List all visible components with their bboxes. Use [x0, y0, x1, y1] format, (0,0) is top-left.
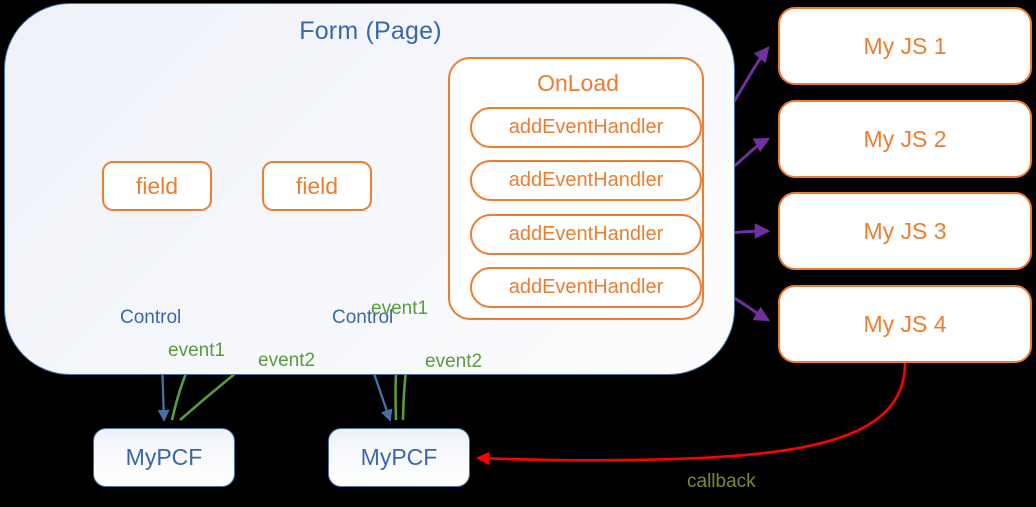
mypcf-box-1-label: MyPCF: [125, 444, 203, 470]
mypcf-box-1[interactable]: MyPCF: [93, 428, 235, 487]
add-event-handler-box-3-label: addEventHandler: [508, 223, 664, 245]
js-box-2[interactable]: My JS 2: [778, 100, 1032, 178]
js-box-1[interactable]: My JS 1: [778, 7, 1032, 85]
add-event-handler-box-4-label: addEventHandler: [508, 276, 664, 298]
js-box-4[interactable]: My JS 4: [778, 285, 1032, 363]
add-event-handler-box-4[interactable]: addEventHandler: [470, 267, 702, 308]
edge-label-event1-a: event1: [168, 340, 226, 361]
field-box-2[interactable]: field: [262, 161, 372, 211]
field-box-2-label: field: [295, 172, 339, 199]
edge-label-event2-b: event2: [425, 351, 483, 372]
edge-label-control-2: Control: [332, 307, 394, 328]
add-event-handler-box-1-label: addEventHandler: [508, 116, 664, 138]
js-box-2-label: My JS 2: [863, 125, 947, 152]
edge-label-event1-b: event1: [371, 298, 429, 319]
add-event-handler-box-2-label: addEventHandler: [508, 169, 664, 191]
js-box-1-label: My JS 1: [863, 32, 947, 59]
edge-label-event2-a: event2: [258, 350, 316, 371]
js-box-3[interactable]: My JS 3: [778, 192, 1032, 270]
edge-callback-js4-to-pcf2: [475, 362, 907, 466]
add-event-handler-box-1[interactable]: addEventHandler: [470, 107, 702, 148]
js-box-3-label: My JS 3: [863, 217, 947, 244]
field-box-1[interactable]: field: [102, 161, 212, 211]
onload-title: OnLoad: [537, 70, 619, 96]
mypcf-box-2[interactable]: MyPCF: [328, 428, 470, 487]
add-event-handler-box-3[interactable]: addEventHandler: [470, 214, 702, 255]
add-event-handler-box-2[interactable]: addEventHandler: [470, 160, 702, 201]
field-box-1-label: field: [135, 172, 179, 199]
mypcf-box-2-label: MyPCF: [360, 444, 438, 470]
edge-label-callback: callback: [687, 471, 756, 492]
js-box-4-label: My JS 4: [863, 310, 947, 337]
form-page-title: Form (Page): [299, 17, 442, 45]
edge-label-control-1: Control: [120, 307, 182, 328]
